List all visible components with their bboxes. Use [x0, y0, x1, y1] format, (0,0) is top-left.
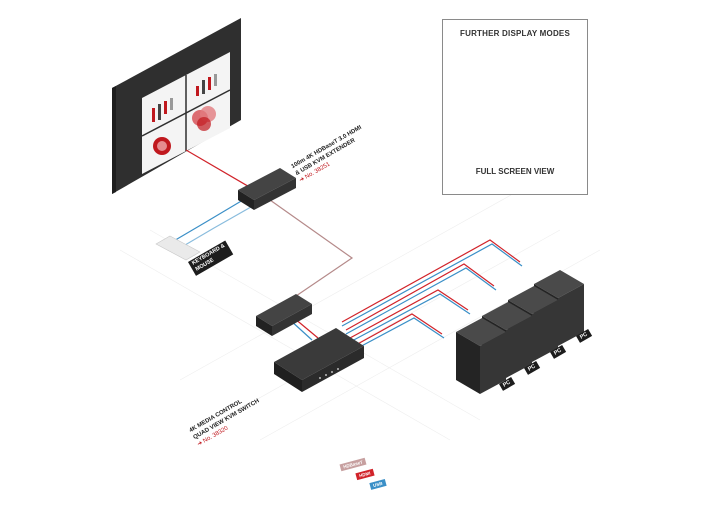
- panel-caption: FULL SCREEN VIEW: [475, 167, 555, 176]
- pc-towers: [456, 270, 584, 394]
- panel-title: FURTHER DISPLAY MODES: [460, 29, 570, 38]
- pc-tower-1: [456, 318, 506, 394]
- extender-transmitter: [256, 294, 312, 336]
- quad-view-monitor: [112, 18, 241, 194]
- further-display-modes-panel: FURTHER DISPLAY MODES FULL SCREEN VIEW: [442, 19, 588, 195]
- keyboard: [155, 235, 201, 261]
- cables: [171, 149, 523, 351]
- extender-receiver: [238, 168, 296, 210]
- kvm-switch: [274, 328, 364, 392]
